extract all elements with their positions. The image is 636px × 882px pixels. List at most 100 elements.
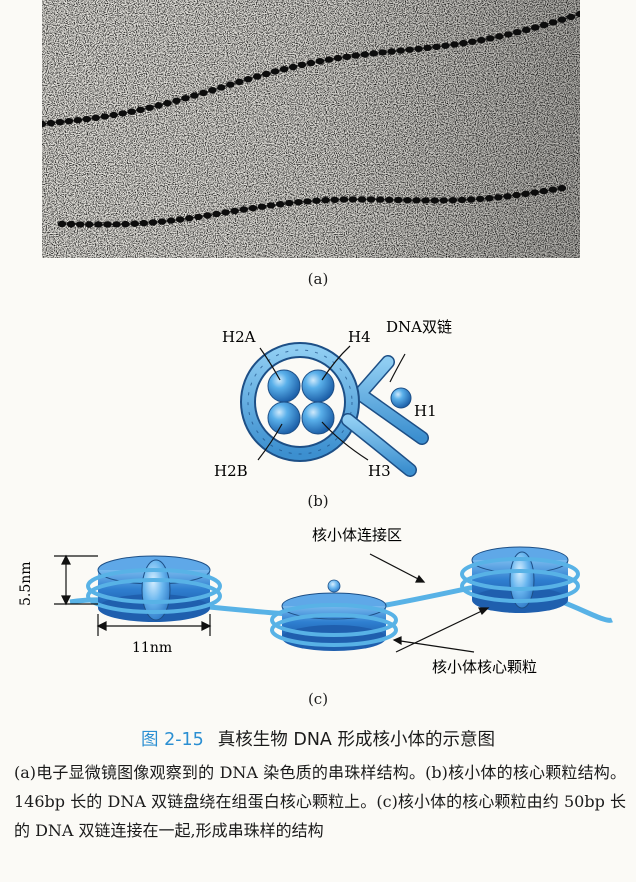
label-h1: H1 xyxy=(414,402,437,420)
nucleosome-bead xyxy=(531,24,540,31)
nucleosome-bead xyxy=(66,221,76,228)
nucleosome-bead xyxy=(64,118,74,125)
figure-title: 真核生物 DNA 形成核小体的示意图 xyxy=(217,730,495,750)
nucleosome-right xyxy=(460,546,580,613)
nucleosome-bead xyxy=(513,29,522,36)
callout-lines xyxy=(257,345,406,461)
nucleosome-bead xyxy=(239,206,248,213)
label-height-5-5nm: 5.5nm xyxy=(18,561,34,606)
nucleosome-bead xyxy=(448,197,458,204)
nucleosome-bead xyxy=(212,210,221,218)
figure-number: 图 2-15 xyxy=(141,730,204,750)
nucleosome-bead xyxy=(457,196,467,204)
nucleosome-bead xyxy=(262,70,271,78)
nucleosome-bead xyxy=(266,202,276,209)
nucleosome-bead xyxy=(450,41,459,48)
nucleosome-bead xyxy=(208,87,217,94)
label-core-particle: 核小体核心颗粒 xyxy=(432,658,537,676)
nucleosome-bead xyxy=(139,219,148,227)
nucleosome-bead xyxy=(276,201,285,208)
figure-caption-body: (a)电子显微镜图像观察到的 DNA 染色质的串珠样结构。(b)核小体的核心颗粒… xyxy=(14,763,626,840)
nucleosome-bead xyxy=(333,54,343,62)
nucleosome-bead xyxy=(235,78,244,86)
nucleosome-bead xyxy=(387,48,396,55)
nucleosome-bead xyxy=(369,50,378,57)
nucleosome-bead xyxy=(504,31,513,38)
nucleosome-bead xyxy=(285,199,294,207)
label-h4: H4 xyxy=(348,328,371,346)
nucleosome-bead xyxy=(357,196,367,203)
nucleosome-bead xyxy=(82,115,91,123)
nucleosome-bead xyxy=(279,66,289,73)
nucleosome-bead xyxy=(468,38,477,45)
nucleosome-bead xyxy=(190,92,199,99)
nucleosome-bead xyxy=(566,13,576,21)
nucleosome-bead xyxy=(430,197,439,204)
nucleosome-bead xyxy=(91,114,100,122)
nucleosome-bead xyxy=(557,184,567,192)
nucleosome-bead xyxy=(530,189,539,196)
nucleosome-bead xyxy=(145,104,154,111)
nucleosome-bead xyxy=(257,203,267,210)
panel-label-a: (a) xyxy=(307,270,329,288)
nucleosome-bead xyxy=(342,53,352,60)
figure-caption-title: 图 2-15 真核生物 DNA 形成核小体的示意图 xyxy=(0,726,636,751)
nucleosome-bead xyxy=(100,113,109,120)
nucleosome-bead xyxy=(294,199,303,206)
nucleosome-bead xyxy=(396,47,405,54)
nucleosome-bead xyxy=(557,16,567,23)
nucleosome-bead xyxy=(244,76,253,83)
nucleosome-bead xyxy=(248,204,258,212)
nucleosome-bead xyxy=(330,196,339,203)
nucleosome-bead xyxy=(485,195,494,202)
nucleosome-bead xyxy=(366,196,376,203)
nucleosome-bead xyxy=(348,196,358,203)
dna-double-helix xyxy=(240,342,429,477)
nucleosome-bead xyxy=(439,197,448,204)
nucleosome-bead xyxy=(324,56,334,63)
nucleosome-bead xyxy=(230,207,239,215)
nucleosome-bead xyxy=(432,43,441,50)
nucleosome-bead xyxy=(73,117,83,124)
histone-h2b xyxy=(267,401,301,435)
nucleosome-bead xyxy=(203,212,212,219)
nucleosome-bead xyxy=(414,45,423,52)
beads-on-string-diagram: 5.5nm 11nm 核小体连接区 核小体核心颗粒 xyxy=(18,526,613,676)
histone-h2a xyxy=(267,369,301,403)
nucleosome-bead xyxy=(477,36,486,44)
nucleosome-bead xyxy=(539,21,549,29)
nucleosome-bead xyxy=(176,216,185,223)
nucleosome-bead xyxy=(306,59,316,67)
nucleosome-bead xyxy=(303,198,312,205)
nucleosome-bead xyxy=(486,35,495,42)
nucleosome-bead xyxy=(85,221,94,228)
nucleosome-bead xyxy=(385,196,394,203)
nucleosome-bead xyxy=(548,186,558,193)
histone-h4 xyxy=(301,369,335,403)
nucleosome-middle xyxy=(270,579,398,651)
nucleosome-bead xyxy=(130,220,139,227)
nucleosome-bead xyxy=(109,111,118,119)
nucleosome-bead xyxy=(157,218,167,225)
nucleosome-bead xyxy=(163,100,172,107)
nucleosome-bead xyxy=(378,49,387,56)
nucleosome-bead xyxy=(221,209,230,216)
nucleosome-bead xyxy=(351,52,360,59)
nucleosome-bead xyxy=(55,119,65,126)
nucleosome-bead xyxy=(270,68,280,75)
nucleosome-bead xyxy=(394,196,403,204)
nucleosome-bead xyxy=(121,220,130,228)
nucleosome-bead xyxy=(226,81,235,88)
nucleosome-bead xyxy=(127,108,136,115)
nucleosome-bead xyxy=(94,221,103,228)
nucleosome-bead xyxy=(512,191,521,199)
nucleosome-bead xyxy=(148,219,158,226)
panel-label-c: (c) xyxy=(307,690,329,708)
nucleosome-bead xyxy=(172,97,181,105)
nucleosome-bead xyxy=(421,197,430,204)
nucleosome-bead xyxy=(423,44,432,51)
nucleosome-bead xyxy=(521,190,530,198)
nucleosome-bead xyxy=(76,221,85,228)
nucleosome-bead xyxy=(339,196,348,203)
nucleosome-bead xyxy=(199,89,208,97)
